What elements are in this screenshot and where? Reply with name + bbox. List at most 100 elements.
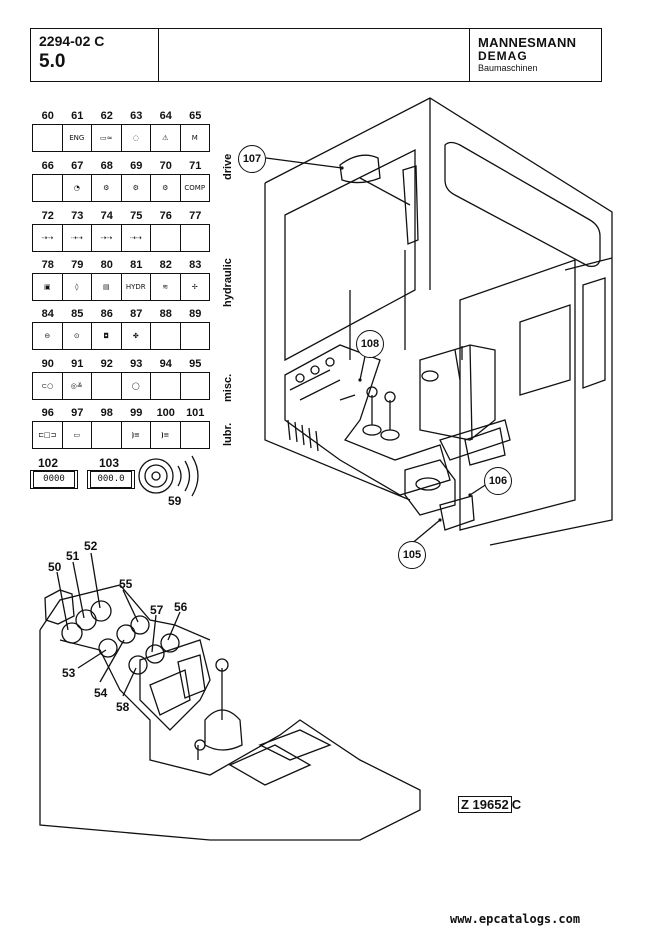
symbol-cell bbox=[179, 372, 210, 400]
grid-numbers-row-6: 96 97 98 99 100 101 bbox=[33, 407, 210, 419]
leader-lines bbox=[56, 157, 494, 697]
grid-number: 67 bbox=[71, 160, 84, 172]
grid-number: 72 bbox=[41, 210, 54, 222]
grid-number: 94 bbox=[159, 358, 172, 370]
callout-105: 105 bbox=[398, 541, 426, 569]
fan-icon: ✢ bbox=[179, 273, 210, 301]
grid-number: 76 bbox=[159, 210, 172, 222]
console-number-58: 58 bbox=[116, 700, 130, 714]
symbol-cell bbox=[179, 224, 210, 252]
grid-number: 61 bbox=[71, 110, 84, 122]
grid-number: 87 bbox=[130, 308, 143, 320]
grid-number: 99 bbox=[130, 407, 143, 419]
counter-number-103: 103 bbox=[99, 456, 120, 470]
brand-line-1: MANNESMANN bbox=[478, 35, 577, 50]
grid-number: 64 bbox=[159, 110, 172, 122]
console-number-54: 54 bbox=[94, 686, 108, 700]
counter-frame bbox=[87, 470, 135, 489]
console-number-51: 51 bbox=[66, 549, 80, 563]
grid-row-0: ENG ▭≈ ◌ ⚠ M bbox=[32, 124, 210, 152]
console-number-57: 57 bbox=[150, 603, 164, 617]
grid-number: 71 bbox=[189, 160, 202, 172]
trip-counter-display: 000.0 bbox=[90, 471, 132, 488]
grid-row-6: ⊏□⊐ ▭ ⦘≡ ⦘≡ bbox=[32, 421, 210, 449]
grid-number: 80 bbox=[100, 259, 113, 271]
console-number-52: 52 bbox=[84, 539, 98, 553]
grid-number: 88 bbox=[159, 308, 172, 320]
grid-number: 77 bbox=[189, 210, 202, 222]
grid-number: 89 bbox=[189, 308, 202, 320]
grid-number: 68 bbox=[100, 160, 113, 172]
grid-number: 98 bbox=[100, 407, 113, 419]
grid-number: 74 bbox=[100, 210, 113, 222]
section-number: 5.0 bbox=[39, 51, 66, 72]
grid-number: 95 bbox=[189, 358, 202, 370]
compressor-icon: COMP bbox=[179, 174, 210, 202]
grid-numbers-row-3: 78 79 80 81 82 83 bbox=[33, 259, 210, 271]
motor-icon: M bbox=[179, 124, 210, 152]
counter-number-102: 102 bbox=[38, 456, 59, 470]
symbol-cell bbox=[179, 322, 210, 350]
doc-number: 2294-02 C bbox=[39, 33, 105, 49]
hour-counter-display: 0000 bbox=[33, 471, 75, 488]
grid-row-5: ⊂○ ◎≚ ◯ bbox=[32, 372, 210, 400]
grid-numbers-row-4: 84 85 86 87 88 89 bbox=[33, 308, 210, 320]
callout-106: 106 bbox=[484, 467, 512, 495]
grid-numbers-row-0: 60 61 62 63 64 65 bbox=[33, 110, 210, 122]
grid-number: 83 bbox=[189, 259, 202, 271]
grid-number: 86 bbox=[100, 308, 113, 320]
grid-number: 70 bbox=[159, 160, 172, 172]
console-number-50: 50 bbox=[48, 560, 62, 574]
figure-reference-number: Z 19652 bbox=[458, 796, 512, 813]
brand-line-3: Baumaschinen bbox=[478, 63, 538, 73]
dial-icon bbox=[138, 455, 199, 497]
title-block: 2294-02 C 5.0 MANNESMANN DEMAG Baumaschi… bbox=[30, 28, 602, 82]
grid-number: 63 bbox=[130, 110, 143, 122]
grid-number: 96 bbox=[41, 407, 54, 419]
grid-number: 62 bbox=[100, 110, 113, 122]
grid-number: 93 bbox=[130, 358, 143, 370]
grid-number: 100 bbox=[156, 407, 175, 419]
grid-numbers-row-1: 66 67 68 69 70 71 bbox=[33, 160, 210, 172]
grid-number: 78 bbox=[41, 259, 54, 271]
item-number-59: 59 bbox=[168, 494, 182, 508]
brand-cell: MANNESMANN DEMAG Baumaschinen bbox=[469, 29, 601, 81]
grid-number: 69 bbox=[130, 160, 143, 172]
callout-108: 108 bbox=[356, 330, 384, 358]
figure-reference-suffix: C bbox=[511, 797, 522, 812]
doc-cell: 2294-02 C 5.0 bbox=[31, 29, 159, 81]
console-drawing bbox=[39, 584, 421, 841]
grid-number: 92 bbox=[100, 358, 113, 370]
symbol-cell bbox=[179, 421, 210, 449]
grid-number: 75 bbox=[130, 210, 143, 222]
grid-row-1: ◔ ⚙ ⚙ ⚙ COMP bbox=[32, 174, 210, 202]
grid-number: 81 bbox=[130, 259, 143, 271]
grid-number: 90 bbox=[41, 358, 54, 370]
grid-row-3: ▣ ◊ ▤ HYDR ≋ ✢ bbox=[32, 273, 210, 301]
grid-number: 60 bbox=[41, 110, 54, 122]
brand-line-2: DEMAG bbox=[478, 49, 528, 63]
grid-numbers-row-2: 72 73 74 75 76 77 bbox=[33, 210, 210, 222]
grid-number: 73 bbox=[71, 210, 84, 222]
console-number-53: 53 bbox=[62, 666, 76, 680]
grid-number: 65 bbox=[189, 110, 202, 122]
grid-number: 82 bbox=[159, 259, 172, 271]
grid-number: 85 bbox=[71, 308, 84, 320]
site-watermark: www.epcatalogs.com bbox=[450, 912, 581, 926]
grid-number: 91 bbox=[71, 358, 84, 370]
grid-number: 97 bbox=[71, 407, 84, 419]
grid-numbers-row-5: 90 91 92 93 94 95 bbox=[33, 358, 210, 370]
counter-frame bbox=[30, 470, 78, 489]
grid-row-2: ⇢⇢ ⇢⇢ ⇢⇢ ⇢⇢ bbox=[32, 224, 210, 252]
grid-number: 66 bbox=[41, 160, 54, 172]
cab-drawing bbox=[264, 97, 613, 546]
grid-row-4: ⊖ ⊙ ◘ ✤ bbox=[32, 322, 210, 350]
console-number-56: 56 bbox=[174, 600, 188, 614]
grid-number: 79 bbox=[71, 259, 84, 271]
grid-number: 101 bbox=[186, 407, 205, 419]
callout-107: 107 bbox=[238, 145, 266, 173]
grid-number: 84 bbox=[41, 308, 54, 320]
console-number-55: 55 bbox=[119, 577, 133, 591]
